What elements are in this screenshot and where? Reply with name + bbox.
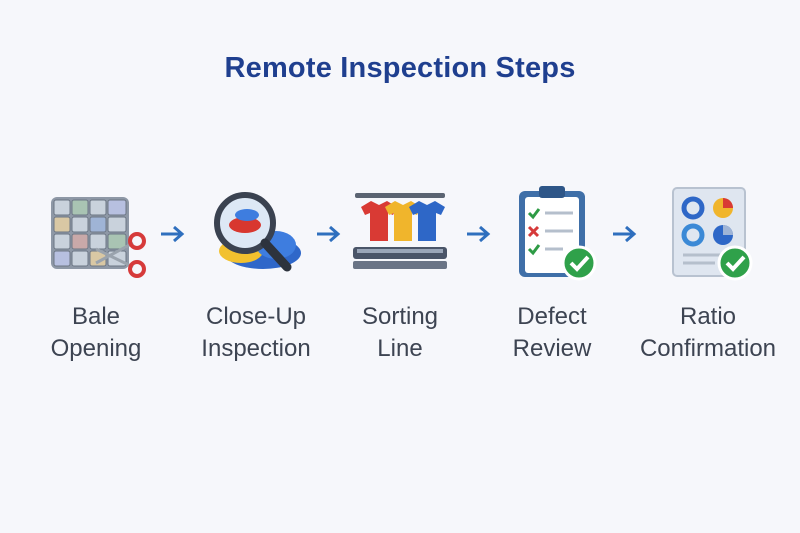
step-label-line1: Close-Up xyxy=(205,303,307,330)
step-label-line1: Defect xyxy=(517,303,587,330)
bale-with-scissors-icon xyxy=(51,197,146,278)
garment-rack-conveyor-icon xyxy=(353,193,447,269)
step-label: Bale Opening xyxy=(51,301,142,365)
magnifier-over-clothes-icon xyxy=(214,192,301,272)
pie-chart-report-check-icon xyxy=(672,187,753,281)
step-defect-review: Defect Review xyxy=(472,183,632,365)
step-bale-opening: Bale Opening xyxy=(16,183,176,365)
arrow-right-icon xyxy=(317,225,341,243)
step-label: Ratio Confirmation xyxy=(640,301,776,365)
step-sorting-line: Sorting Line xyxy=(320,183,480,365)
step-label-line1: Bale xyxy=(71,303,121,330)
step-ratio-confirmation: Ratio Confirmation xyxy=(628,183,788,365)
arrow-right-icon xyxy=(467,225,491,243)
arrow-right-icon xyxy=(161,225,185,243)
diagram-title: Remote Inspection Steps xyxy=(224,52,576,84)
step-label-line2: Confirmation xyxy=(639,335,777,362)
clipboard-checklist-icon xyxy=(519,186,597,281)
step-label-line1: Sorting xyxy=(361,303,439,330)
step-label: Sorting Line xyxy=(362,301,438,365)
step-label: Defect Review xyxy=(513,301,592,365)
step-label: Close-Up Inspection xyxy=(201,301,310,365)
step-label-line2: Opening xyxy=(50,335,142,362)
arrow-right-icon xyxy=(613,225,637,243)
step-close-up-inspection: Close-Up Inspection xyxy=(176,183,336,365)
step-label-line2: Inspection xyxy=(201,335,311,362)
step-label-line2: Review xyxy=(512,335,592,362)
step-label-line1: Ratio xyxy=(679,303,737,330)
step-label-line2: Line xyxy=(377,335,423,362)
